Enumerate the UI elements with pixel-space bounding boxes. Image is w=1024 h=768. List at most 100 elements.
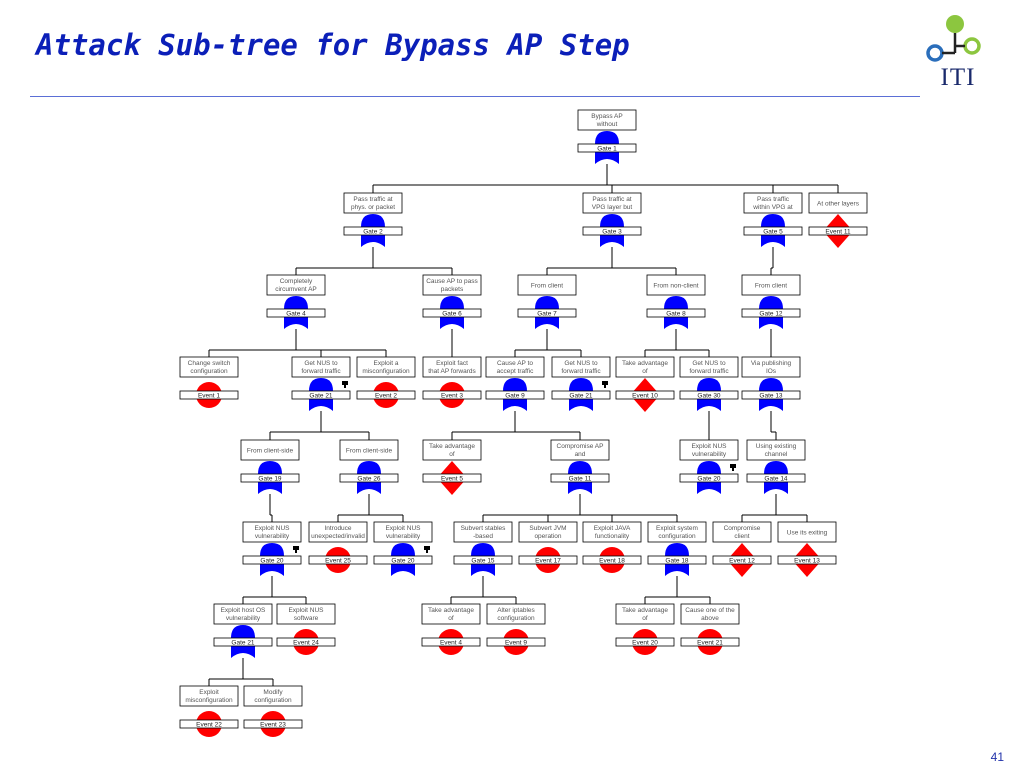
node-label-box [242,521,302,543]
node-label-box [240,439,300,461]
node-tag-text: Gate 18 [665,558,689,565]
node-tag-box [741,390,801,400]
gate-base-icon [759,399,783,411]
node-tag-box [743,226,803,236]
node-tag-box [615,637,675,647]
node-label-text: packets [441,286,464,293]
node-tag-box [550,473,610,483]
node-label-box [485,356,545,378]
node-label-text: of [642,368,648,375]
node-label-text: From non-client [653,283,698,290]
node-tag-box [422,473,482,483]
node-tag-text: Gate 30 [697,393,721,400]
or-gate-icon [535,296,559,309]
gate-base-icon [664,317,688,329]
transfer-icon [293,546,299,553]
node-tag-box [746,473,806,483]
or-gate-icon [595,131,619,144]
title-rule [30,96,920,97]
node-label-text: Exploit NUS [288,607,324,614]
node-label-box [339,439,399,461]
node-label-text: Get NUS to [692,360,726,367]
node-label-box [291,356,351,378]
node-label-text: Pass traffic at [353,196,392,203]
node-label-box [517,274,577,296]
node-tag-box [308,555,368,565]
node-label-box [179,356,239,378]
node-label-text: vulnerability [692,451,727,458]
node-tag-box [291,390,351,400]
node-label-text: Exploit NUS [385,525,421,532]
node-tag-box [421,637,481,647]
gate-base-icon [764,482,788,494]
node-tag-text: Gate 11 [569,476,592,483]
gate-base-icon [697,399,721,411]
node-label-text: within VPG at [752,204,793,211]
node-tag-box [213,637,273,647]
or-gate-icon [664,296,688,309]
node-tag-box [615,390,675,400]
node-label-box [421,603,481,625]
node-label-box [679,356,739,378]
node-tag-text: Event 23 [260,722,286,729]
node-tag-text: Gate 14 [764,476,788,483]
node-tag-text: Gate 21 [569,393,593,400]
node-tag-text: Gate 26 [357,476,381,483]
node-label-box [343,192,403,214]
node-label-text: Take advantage [622,360,668,367]
node-tag-text: Gate 6 [442,311,462,318]
gate-base-icon [391,564,415,576]
node-label-box [582,521,642,543]
node-tag-text: Event 25 [325,558,351,565]
node-label-text: Subvert stables [461,525,507,532]
gate-base-icon [503,399,527,411]
node-label-box [777,521,837,543]
gate-base-icon [568,482,592,494]
node-label-text: accept traffic [497,368,534,375]
node-label-box [615,603,675,625]
node-tag-box [712,555,772,565]
transfer-icon [342,381,348,388]
node-label-box [808,192,868,214]
node-tag-box [485,390,545,400]
node-label-text: -based [473,533,493,540]
node-label-text: Cause AP to pass [426,278,478,285]
node-tag-text: Event 13 [794,558,820,565]
node-tag-text: Event 1 [198,393,220,400]
node-label-text: Compromise [724,525,761,532]
or-gate-icon [231,625,255,638]
node-tag-text: Event 22 [196,722,222,729]
node-label-box [308,521,368,543]
gate-base-icon [759,317,783,329]
node-label-text: operation [534,533,561,540]
node-tag-text: Event 11 [825,229,851,236]
node-tag-text: Event 18 [599,558,625,565]
transfer-icon [424,546,430,553]
node-label-box [422,356,482,378]
node-label-text: client [734,533,749,540]
node-tag-box [486,637,546,647]
node-label-text: of [642,615,648,622]
gate-base-icon [440,317,464,329]
node-label-box [518,521,578,543]
node-label-text: vulnerability [255,533,290,540]
node-tag-text: Gate 21 [309,393,333,400]
gate-base-icon [284,317,308,329]
or-gate-icon [503,378,527,391]
node-tag-box [582,226,642,236]
